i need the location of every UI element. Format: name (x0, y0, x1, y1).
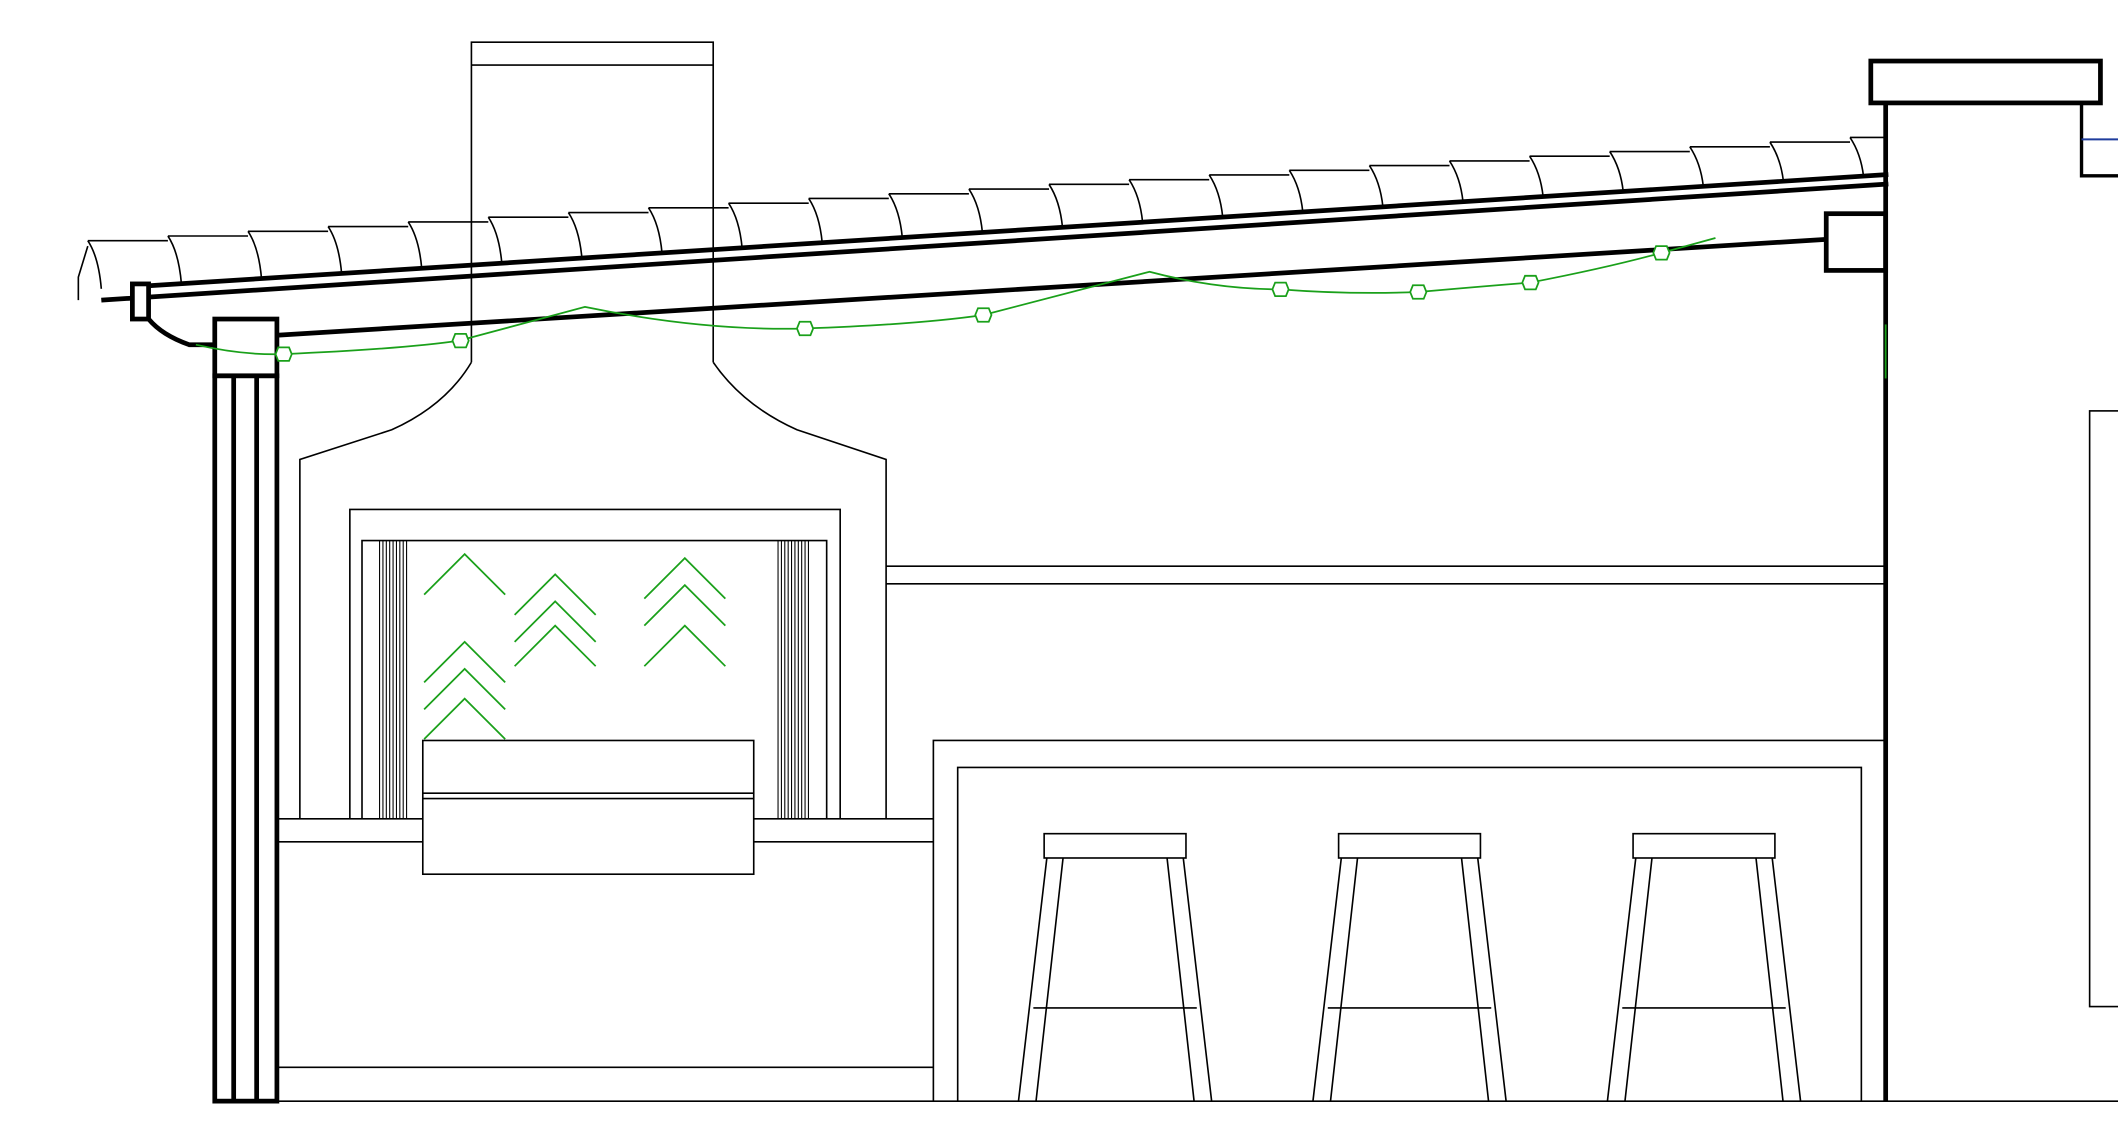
light-bulb-icon (451, 333, 470, 349)
roof-tile (1849, 136, 1886, 177)
flame-chevron (514, 573, 597, 616)
roof-tile (727, 202, 809, 248)
roof-tile (968, 188, 1050, 233)
bar-counter (932, 739, 1886, 1102)
roof-tile (888, 192, 969, 238)
bar-stool (1606, 832, 1802, 1102)
light-bulb-icon (1271, 281, 1290, 297)
roof-tile (1689, 146, 1770, 187)
flame-chevron (643, 624, 726, 667)
bar-stool (1017, 832, 1213, 1102)
light-bulb-icon (1521, 274, 1540, 291)
roof-tile (87, 239, 168, 289)
roof-tile (647, 207, 729, 254)
roof-tile (1128, 178, 1210, 223)
flame-chevron (423, 552, 506, 596)
roof-structure (101, 172, 1889, 348)
stool-legs (1312, 857, 1507, 1102)
fire-flames (423, 552, 726, 740)
roof-tile-edge (77, 245, 89, 301)
flame-chevron (423, 667, 506, 711)
stool-legs (1017, 857, 1213, 1102)
support-post (212, 316, 280, 1104)
stool-seat (1632, 832, 1776, 859)
string-lights (195, 237, 1716, 362)
light-bulb-icon (796, 320, 815, 337)
roof-tile (247, 230, 329, 279)
roof-tile (1288, 169, 1370, 213)
roof-tile (1609, 150, 1690, 192)
light-string-wire (195, 237, 1716, 356)
roof-tile (1448, 160, 1530, 202)
roof-tile (327, 225, 409, 274)
stool-seat (1043, 832, 1187, 859)
stool-seat (1337, 832, 1482, 859)
roof-tile (167, 235, 249, 284)
light-bulb-icon (1652, 245, 1671, 261)
flame-chevron (643, 583, 726, 627)
roof-tile (487, 216, 569, 264)
roof-tile (1208, 174, 1290, 218)
flame-chevron (423, 640, 506, 684)
bar-stools (1017, 832, 1802, 1102)
roof-tile (1528, 155, 1610, 197)
flame-chevron (514, 624, 597, 667)
light-bulb-icon (1409, 284, 1428, 300)
light-bulb-icon (974, 307, 993, 323)
roof-tile (407, 221, 489, 269)
flame-chevron (643, 556, 726, 600)
wall-band (886, 565, 1886, 585)
bar-stool (1312, 832, 1507, 1102)
light-bulb-icon (274, 346, 293, 362)
roof-tile (567, 211, 649, 259)
fireplace-opening (349, 508, 841, 819)
roof-tile (808, 197, 889, 243)
stool-legs (1606, 857, 1802, 1102)
roof-tile (1368, 164, 1450, 207)
grill (421, 739, 755, 876)
flame-chevron (423, 697, 506, 740)
roof-tile (1769, 141, 1851, 182)
roof-tiles (77, 136, 1886, 301)
roof-tile (1048, 183, 1130, 228)
fireplace-hatching-left (379, 540, 408, 819)
house-wall (1868, 58, 2118, 1102)
flame-chevron (514, 600, 597, 643)
chimney (299, 41, 887, 819)
fireplace-hatching-right (777, 540, 809, 819)
